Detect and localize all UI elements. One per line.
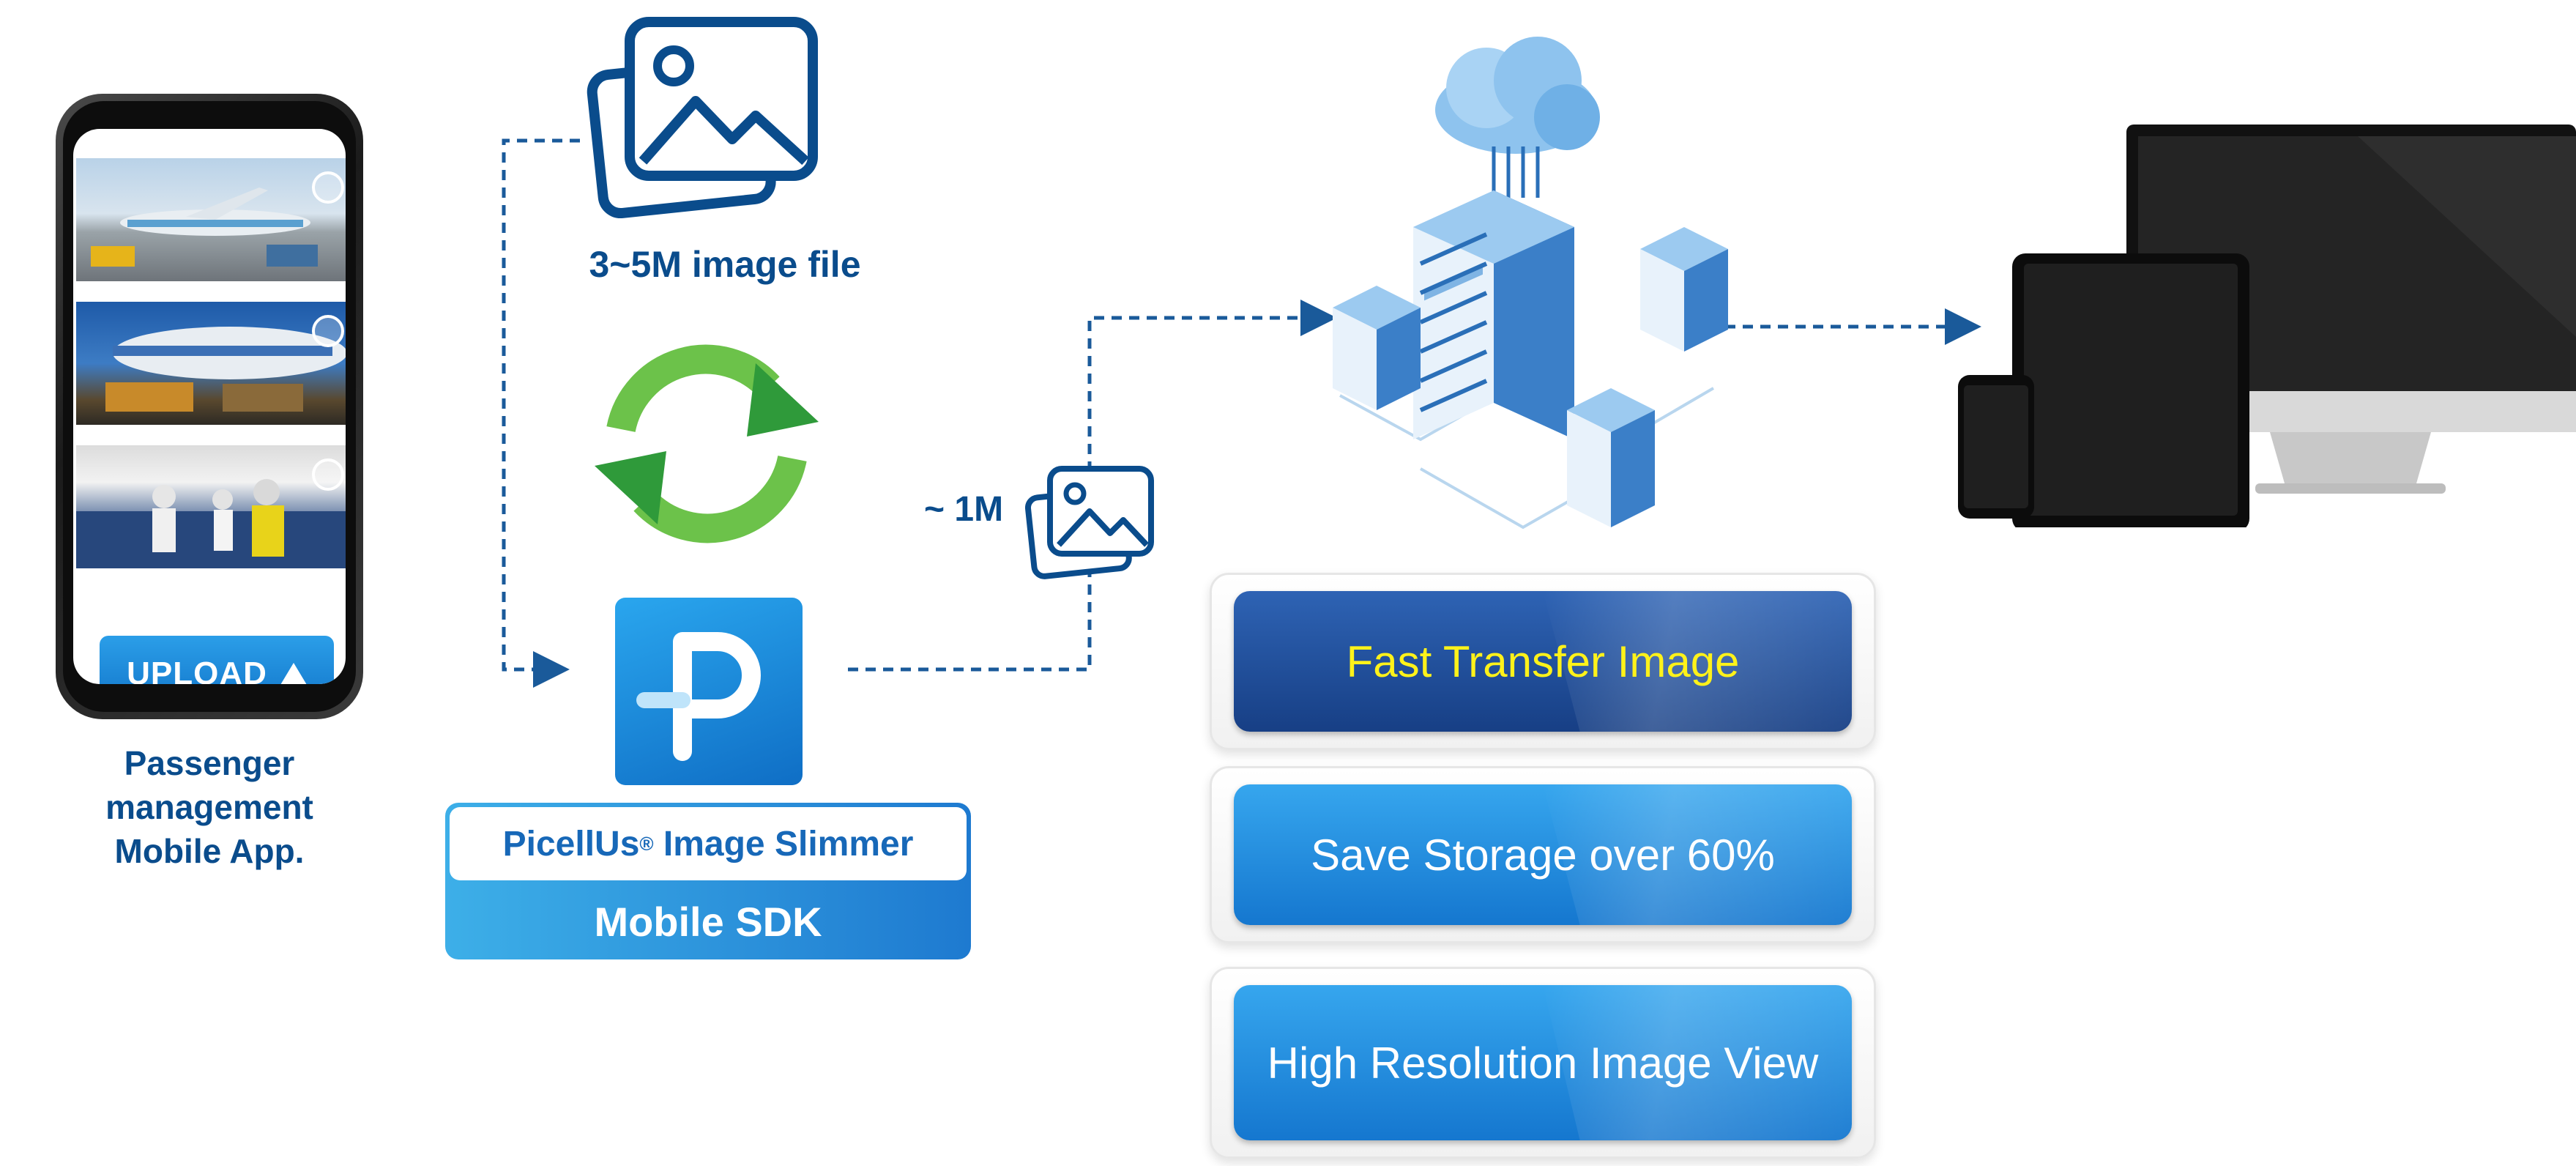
picellus-logo-icon bbox=[615, 598, 803, 785]
sdk-platform-label: Mobile SDK bbox=[594, 898, 822, 945]
arrow-sdk-to-server bbox=[848, 300, 1337, 672]
feature-card-fast-transfer: Fast Transfer Image bbox=[1210, 573, 1876, 750]
sync-icon bbox=[595, 344, 819, 543]
caption-line: Passenger bbox=[124, 744, 295, 782]
photo-airplane-gate bbox=[76, 158, 346, 281]
sdk-box: PicellUs® Image Slimmer Mobile SDK bbox=[445, 803, 971, 959]
sdk-product-title: PicellUs bbox=[502, 824, 640, 864]
devices-icon bbox=[1958, 125, 2576, 527]
feature-label: High Resolution Image View bbox=[1267, 1038, 1819, 1088]
phone-screen: UPLOAD bbox=[73, 129, 346, 684]
photo-select-radio[interactable] bbox=[312, 171, 344, 204]
cloud-server-icon bbox=[1333, 37, 1728, 530]
feature-save-storage: Save Storage over 60% bbox=[1234, 784, 1852, 925]
original-size-label: 3~5M image file bbox=[589, 244, 861, 285]
upload-arrow-icon bbox=[280, 663, 307, 684]
feature-card-high-resolution: High Resolution Image View bbox=[1210, 967, 1876, 1159]
feature-high-resolution: High Resolution Image View bbox=[1234, 985, 1852, 1140]
image-file-icon bbox=[587, 17, 818, 219]
photo-cargo-loading bbox=[76, 302, 346, 425]
feature-fast-transfer: Fast Transfer Image bbox=[1234, 591, 1852, 732]
small-image-icon bbox=[1025, 466, 1154, 579]
sdk-product-name: PicellUs® Image Slimmer bbox=[450, 807, 967, 880]
photo-select-radio[interactable] bbox=[312, 315, 344, 347]
photo-select-radio[interactable] bbox=[312, 458, 344, 491]
upload-button[interactable]: UPLOAD bbox=[100, 636, 334, 684]
feature-label: Save Storage over 60% bbox=[1311, 830, 1775, 880]
sdk-product-suffix: Image Slimmer bbox=[653, 824, 914, 864]
caption-line: Mobile App. bbox=[114, 832, 305, 870]
compressed-size-label: ~ 1M bbox=[924, 490, 1004, 529]
feature-card-save-storage: Save Storage over 60% bbox=[1210, 766, 1876, 943]
mobile-phone: UPLOAD bbox=[56, 94, 363, 719]
upload-button-label: UPLOAD bbox=[127, 656, 267, 684]
phone-caption: Passenger management Mobile App. bbox=[70, 741, 349, 873]
feature-label: Fast Transfer Image bbox=[1346, 636, 1740, 686]
registered-mark: ® bbox=[639, 832, 654, 855]
photo-cabin-crew bbox=[76, 445, 346, 568]
caption-line: management bbox=[105, 788, 313, 826]
arrow-image-to-sdk bbox=[502, 138, 580, 688]
